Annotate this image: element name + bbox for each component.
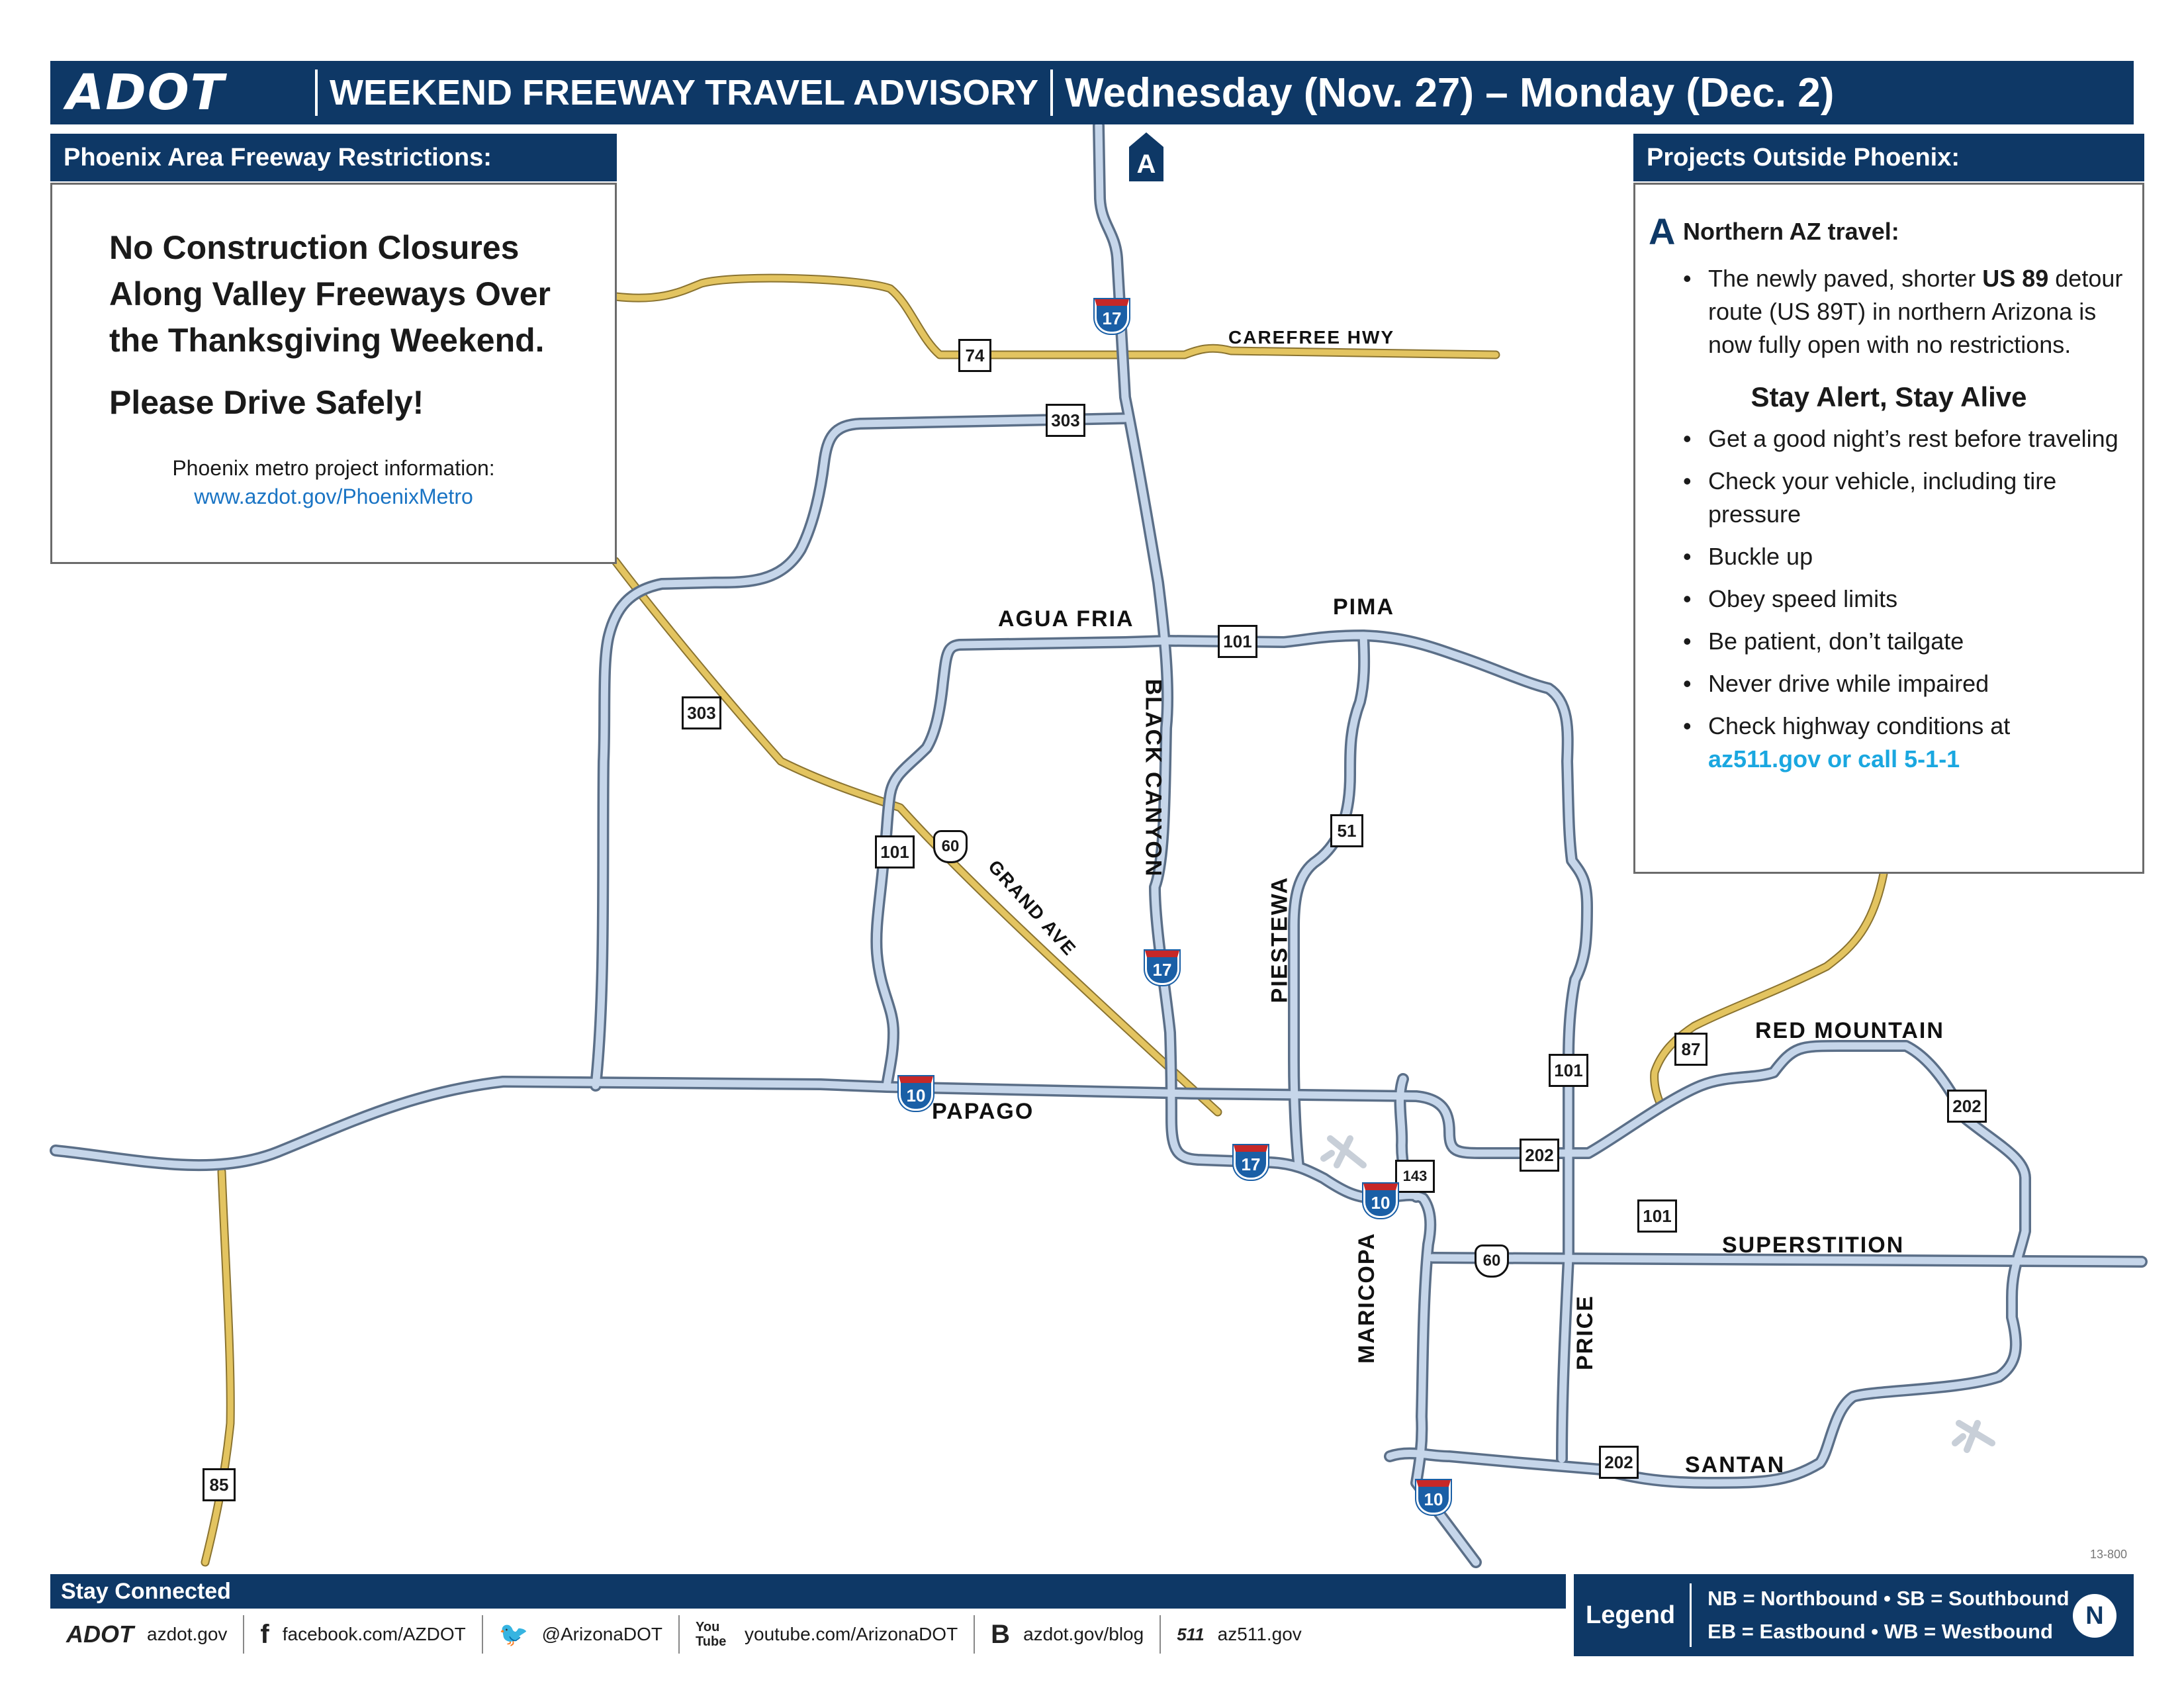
i10-shield: 10 xyxy=(1416,1480,1451,1515)
sr143-shield: 143 xyxy=(1395,1160,1435,1193)
social-link-website[interactable]: ADOT azdot.gov xyxy=(50,1615,245,1654)
outside-phoenix-heading: Projects Outside Phoenix: xyxy=(1633,134,2144,181)
document-number: 13-800 xyxy=(2090,1548,2128,1561)
i17-shield: 17 xyxy=(1095,299,1129,334)
sr303-shield: 303 xyxy=(682,696,721,729)
safety-tip: Check highway conditions at az511.gov or … xyxy=(1649,710,2129,776)
northern-az-header: A Northern AZ travel: xyxy=(1649,210,2129,253)
loop101-shield: 101 xyxy=(1549,1054,1588,1087)
loop101-shield: 101 xyxy=(875,835,915,868)
label-pima: PIMA xyxy=(1333,594,1394,620)
sr51-shield: 51 xyxy=(1330,814,1363,847)
label-price: PRICE xyxy=(1572,1295,1598,1370)
social-link-blog[interactable]: B azdot.gov/blog xyxy=(975,1615,1161,1654)
i17-shield: 17 xyxy=(1234,1145,1268,1180)
advisory-title: WEEKEND FREEWAY TRAVEL ADVISORY xyxy=(330,73,1039,113)
social-link-text: youtube.com/ArizonaDOT xyxy=(745,1624,958,1644)
northern-az-title: Northern AZ travel: xyxy=(1683,217,1899,245)
sr303-shield: 303 xyxy=(1046,404,1085,437)
social-link-facebook[interactable]: f facebook.com/AZDOT xyxy=(244,1615,483,1654)
safety-tip: Buckle up xyxy=(1649,540,2129,573)
loop202-shield: 202 xyxy=(1520,1139,1559,1172)
phoenix-restrictions-heading: Phoenix Area Freeway Restrictions: xyxy=(50,134,617,181)
safety-tip: Be patient, don’t tailgate xyxy=(1649,625,2129,658)
header-divider xyxy=(315,70,318,116)
blogger-icon: B xyxy=(991,1619,1011,1649)
loop101-shield: 101 xyxy=(1637,1199,1677,1233)
legend-box: Legend NB = Northbound • SB = Southbound… xyxy=(1574,1574,2134,1656)
label-santan: SANTAN xyxy=(1685,1452,1786,1477)
header-divider xyxy=(1050,70,1054,116)
adot-logo: ADOT xyxy=(66,64,226,121)
legend-line: NB = Northbound • SB = Southbound xyxy=(1707,1587,2070,1610)
i10-shield: 10 xyxy=(899,1076,933,1111)
closure-line: No Construction Closures xyxy=(109,229,520,266)
stay-connected-heading: Stay Connected xyxy=(50,1574,1566,1609)
label-agua-fria: AGUA FRIA xyxy=(998,606,1134,632)
project-marker-letter: A xyxy=(1649,211,1676,252)
label-red-mountain: RED MOUNTAIN xyxy=(1755,1018,1944,1043)
twitter-icon: 🐦 xyxy=(498,1620,529,1648)
label-black-canyon: BLACK CANYON xyxy=(1140,679,1166,878)
sr74-shield: 74 xyxy=(958,339,991,372)
social-link-az511[interactable]: 511 az511.gov xyxy=(1161,1615,1318,1654)
label-piestewa: PIESTEWA xyxy=(1267,876,1293,1004)
outside-phoenix-panel: A Northern AZ travel: The newly paved, s… xyxy=(1633,183,2144,874)
detail-text: detour route (US 89T) in northern Arizon… xyxy=(1708,265,2123,358)
loop202-shield: 202 xyxy=(1947,1090,1987,1123)
north-arrow-icon: N xyxy=(2073,1594,2116,1638)
safety-tip: Check your vehicle, including tire press… xyxy=(1649,465,2129,531)
safety-tip: Get a good night’s rest before traveling xyxy=(1649,422,2129,455)
legend-entries: NB = Northbound • SB = Southbound EB = E… xyxy=(1692,1582,2069,1648)
loop202-shield: 202 xyxy=(1599,1446,1639,1479)
safety-tip: Obey speed limits xyxy=(1649,583,2129,616)
detail-route: US 89 xyxy=(1982,265,2049,292)
northern-az-detail: The newly paved, shorter US 89 detour ro… xyxy=(1649,262,2129,361)
closure-line: the Thanksgiving Weekend. xyxy=(109,322,545,359)
legend-line: EB = Eastbound • WB = Westbound xyxy=(1707,1620,2053,1643)
youtube-icon: You Tube xyxy=(696,1620,727,1649)
label-maricopa: MARICOPA xyxy=(1354,1232,1379,1364)
label-papago: PAPAGO xyxy=(932,1099,1034,1124)
tip-text: Check highway conditions at xyxy=(1708,712,2011,739)
drive-safely-message: Please Drive Safely! xyxy=(109,384,424,421)
social-link-text: facebook.com/AZDOT xyxy=(282,1624,466,1644)
us60-shield: 60 xyxy=(1475,1244,1509,1278)
advisory-dates: Wednesday (Nov. 27) – Monday (Dec. 2) xyxy=(1065,70,1835,116)
loop101-shield: 101 xyxy=(1218,625,1257,658)
us60-shield: 60 xyxy=(933,830,968,863)
social-links: ADOT azdot.gov f facebook.com/AZDOT 🐦 @A… xyxy=(50,1610,1566,1659)
phoenix-restrictions-panel: No Construction Closures Along Valley Fr… xyxy=(50,183,617,564)
social-link-youtube[interactable]: You Tube youtube.com/ArizonaDOT xyxy=(680,1615,976,1654)
project-info-label: Phoenix metro project information: xyxy=(172,456,495,480)
sr87-shield: 87 xyxy=(1674,1033,1707,1066)
header-bar: ADOT WEEKEND FREEWAY TRAVEL ADVISORY Wed… xyxy=(50,61,2134,124)
social-link-text: @ArizonaDOT xyxy=(541,1624,663,1644)
closure-line: Along Valley Freeways Over xyxy=(109,275,551,312)
social-link-text: az511.gov xyxy=(1217,1624,1302,1644)
north-destination-marker: A xyxy=(1129,132,1163,181)
safety-tip: Never drive while impaired xyxy=(1649,667,2129,700)
social-link-text: azdot.gov xyxy=(147,1624,228,1644)
legend-title: Legend xyxy=(1574,1583,1692,1647)
az511-link[interactable]: az511.gov or call 5-1-1 xyxy=(1708,745,1960,773)
stay-alert-title: Stay Alert, Stay Alive xyxy=(1751,381,2027,412)
label-carefree-hwy: CAREFREE HWY xyxy=(1228,327,1395,348)
i17-shield: 17 xyxy=(1145,951,1179,985)
az511-logo-icon: 511 xyxy=(1177,1624,1205,1644)
sr85-shield: 85 xyxy=(203,1468,236,1501)
north-marker-letter: A xyxy=(1129,147,1163,181)
label-superstition: SUPERSTITION xyxy=(1722,1233,1905,1258)
airport-icons xyxy=(1320,1135,1995,1453)
i10-shield: 10 xyxy=(1363,1184,1398,1218)
social-link-twitter[interactable]: 🐦 @ArizonaDOT xyxy=(483,1615,680,1654)
detail-text: The newly paved, shorter xyxy=(1708,265,1983,292)
facebook-icon: f xyxy=(260,1619,269,1649)
phoenix-metro-link[interactable]: www.azdot.gov/PhoenixMetro xyxy=(194,485,473,508)
social-link-text: azdot.gov/blog xyxy=(1023,1624,1144,1644)
adot-logo-icon: ADOT xyxy=(66,1620,134,1648)
